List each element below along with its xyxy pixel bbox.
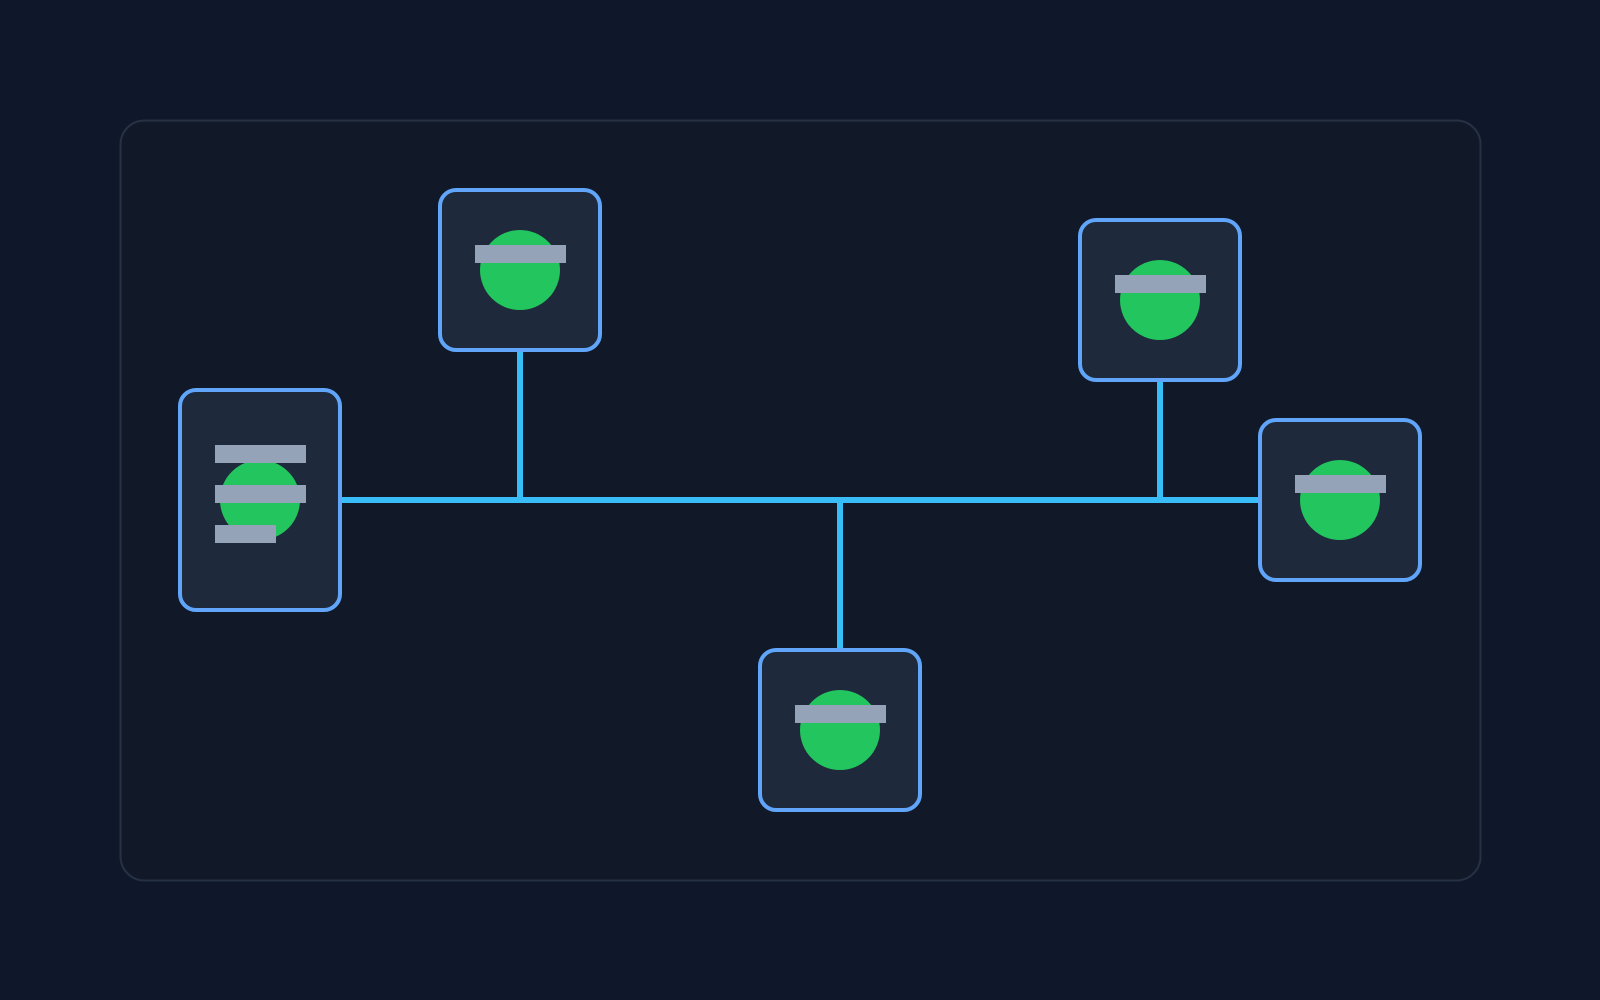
redacted-label-bar: [215, 485, 306, 503]
node-top-right[interactable]: [1078, 218, 1242, 382]
redacted-label-bar: [475, 245, 566, 263]
status-dot-icon: [480, 230, 560, 310]
status-dot-icon: [1300, 460, 1380, 540]
connections: [340, 350, 1262, 650]
node-hub[interactable]: [178, 388, 342, 612]
redacted-label-bar: [795, 705, 886, 723]
node-top-left[interactable]: [438, 188, 602, 352]
status-dot-icon: [800, 690, 880, 770]
status-dot-icon: [1120, 260, 1200, 340]
redacted-label-bar: [215, 525, 276, 543]
node-bottom-center[interactable]: [758, 648, 922, 812]
redacted-label-bar: [215, 445, 306, 463]
redacted-label-bar: [1115, 275, 1206, 293]
redacted-label-bar: [1295, 475, 1386, 493]
node-right[interactable]: [1258, 418, 1422, 582]
